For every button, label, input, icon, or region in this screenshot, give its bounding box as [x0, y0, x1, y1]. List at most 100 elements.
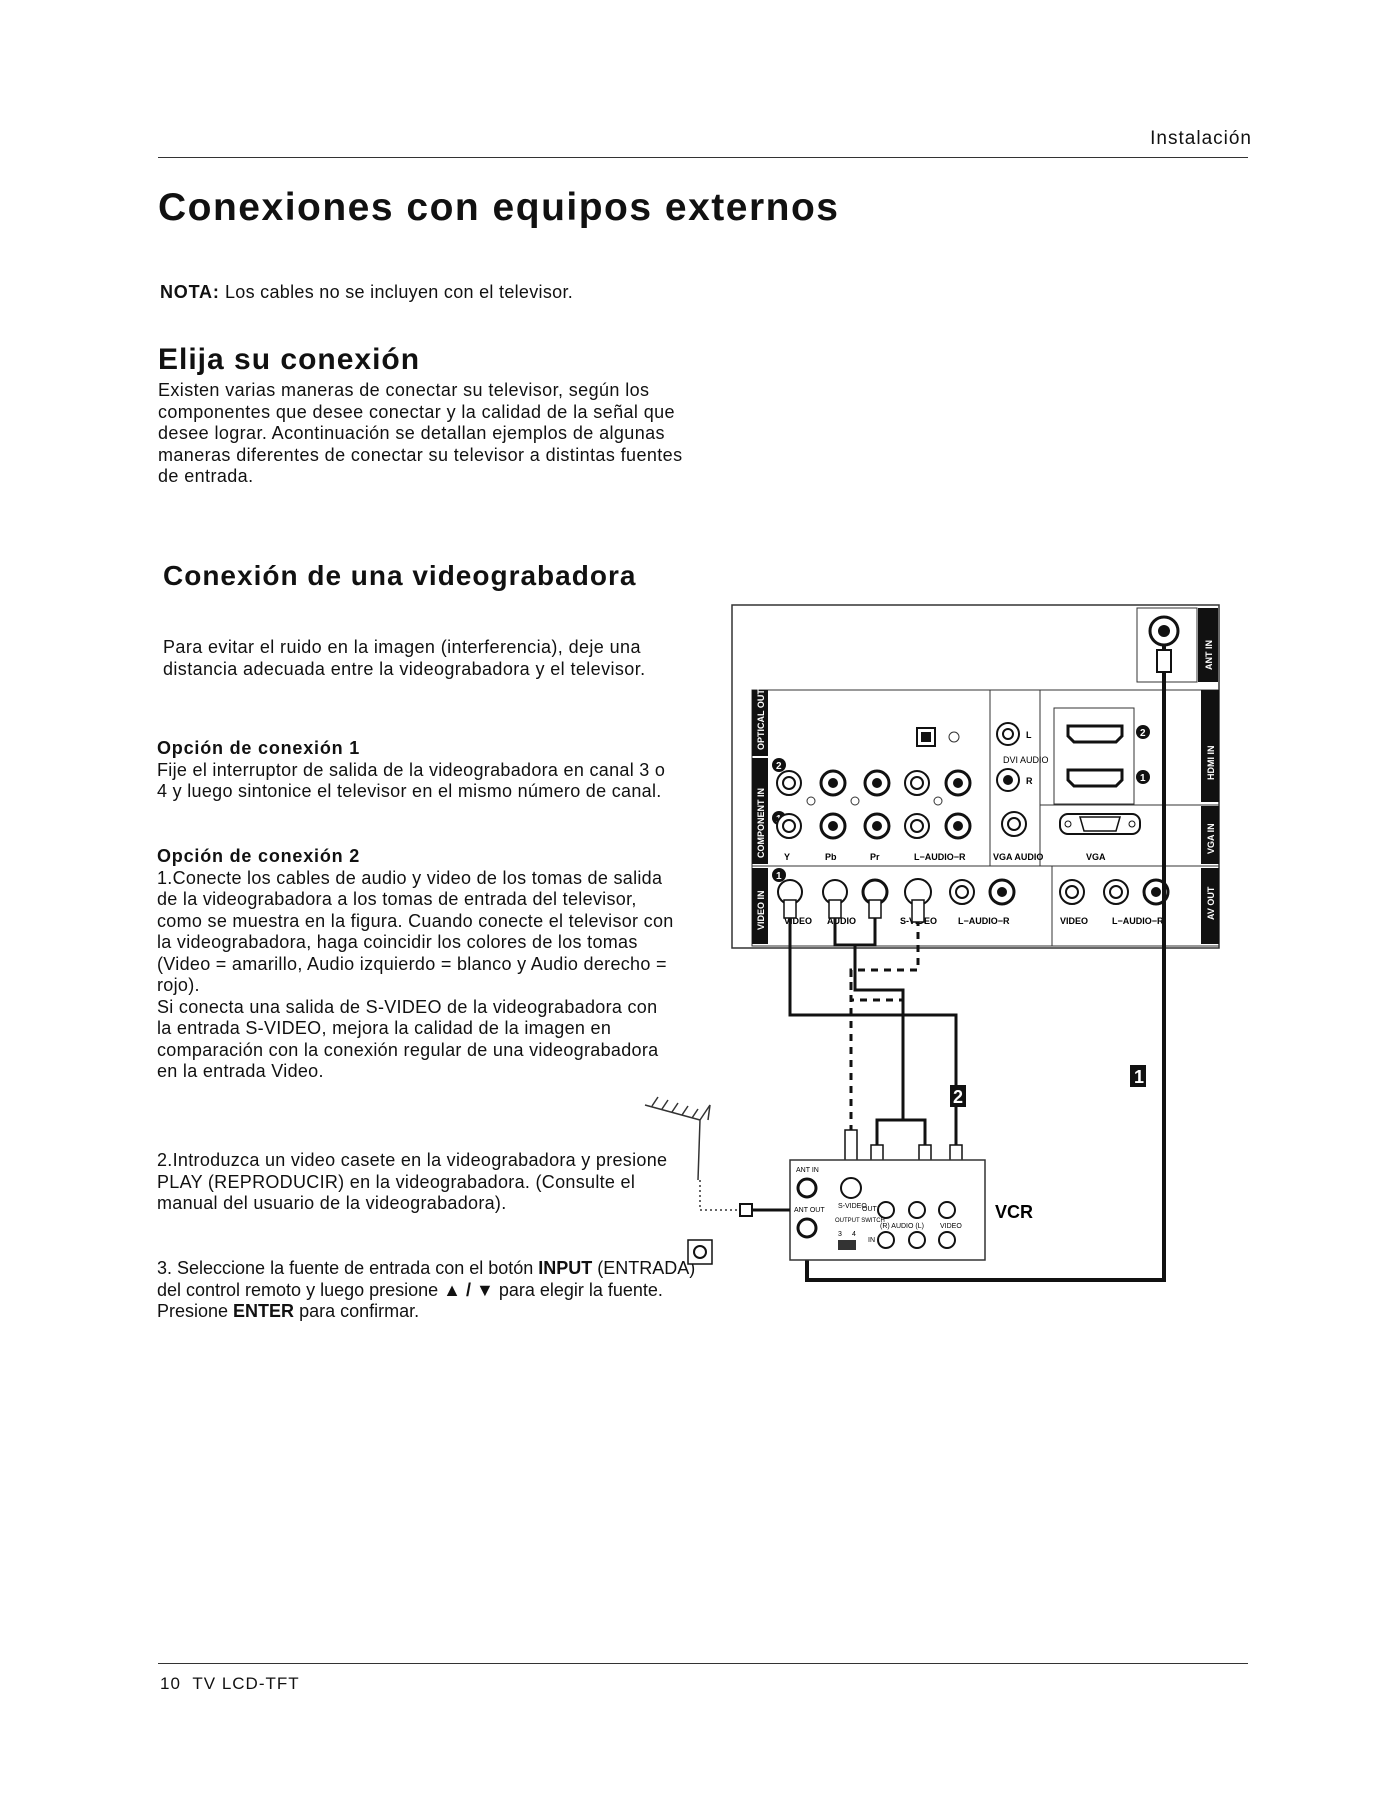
hdmi-1-badge [1136, 770, 1150, 784]
vcr-audio-label: (R) AUDIO (L) [880, 1223, 924, 1230]
option1: Opción de conexión 1 Fije el interruptor… [157, 738, 677, 803]
cable-video [788, 906, 958, 1052]
component-in-label: COMPONENT IN [756, 788, 766, 858]
step3-enter: ENTER [233, 1301, 295, 1321]
page-footer: 10 TV LCD-TFT [160, 1674, 300, 1694]
vcr-ant-in-label: ANT IN [796, 1167, 819, 1174]
component1-audio-l-jack-core [910, 819, 924, 833]
hdmi-port-2 [1066, 724, 1124, 744]
vga-in-label: VGA IN [1206, 823, 1216, 854]
av-out-tab [1201, 868, 1219, 944]
vcr-name: VCR [995, 1202, 1033, 1222]
plug-s-video-vcr [844, 1129, 858, 1165]
vcr-in-video-jack [938, 1231, 956, 1249]
ant-in-tab [1198, 608, 1218, 682]
component-audio-label: L−AUDIO−R [914, 852, 966, 862]
video-in-video-label: VIDEO [784, 916, 812, 926]
video-in-label: VIDEO IN [756, 890, 766, 930]
cable-1-rf [805, 645, 1166, 1282]
component-indicator-1 [806, 796, 816, 806]
callout-2: 2 [953, 1087, 963, 1107]
vcr-heading: Conexión de una videograbadora [163, 560, 637, 591]
component1-pb-jack-core [828, 821, 838, 831]
hdmi-port-1 [1066, 768, 1124, 788]
hdmi-2-num: 2 [1140, 728, 1146, 739]
component2-y-jack-core [782, 776, 796, 790]
outdoor-antenna-icon [644, 1096, 711, 1181]
video-in-1-num: 1 [776, 871, 782, 882]
video-in-2-audio-r-jack-core [997, 887, 1007, 897]
step3-mid: (ENTRADA) del control remoto y luego pre… [157, 1258, 696, 1300]
av-out-video-jack [1059, 879, 1085, 905]
dvi-audio-l-jack-core [1002, 728, 1014, 740]
av-out-audio-l-jack [1103, 879, 1129, 905]
vga-screw-left [1064, 820, 1072, 828]
vcr-ch3-label: 3 [838, 1231, 842, 1238]
vga-in-tab [1201, 806, 1219, 864]
hdmi-box [1053, 707, 1135, 805]
option2-title: Opción de conexión 2 [157, 846, 361, 866]
vcr-ant-out-label: ANT OUT [794, 1207, 825, 1214]
vcr-video-label: VIDEO [940, 1223, 962, 1230]
callout-1: 1 [1134, 1067, 1144, 1087]
option2-text: 1.Conecte los cables de audio y video de… [157, 867, 674, 996]
step3-post: para elegir la fuente. Presione [157, 1279, 663, 1322]
step3-arrows: ▲ / ▼ [443, 1279, 494, 1300]
component1-y-jack-core [782, 819, 796, 833]
component1-audio-l-jack [904, 813, 930, 839]
vcr-out-audio-r-jack [877, 1201, 895, 1219]
plug-s-video-tv [911, 899, 925, 923]
vcr-output-switch [838, 1240, 856, 1250]
antenna-lead [699, 1180, 745, 1211]
component-2-badge [772, 758, 786, 772]
video-in-1-badge [772, 868, 786, 882]
ant-in-box [1136, 607, 1198, 683]
dvi-l-label: L [1026, 730, 1032, 740]
vcr-out-audio-l-jack [908, 1201, 926, 1219]
choose-body: Existen varias maneras de conectar su te… [158, 380, 683, 486]
note-text: Los cables no se incluyen con el televis… [219, 282, 574, 302]
vga-screw-right [1128, 820, 1136, 828]
av-out-video-label: VIDEO [1060, 916, 1088, 926]
note: NOTA: Los cables no se incluyen con el t… [160, 282, 573, 303]
option2: Opción de conexión 2 1.Conecte los cable… [157, 846, 677, 1083]
component2-audio-l-jack-core [910, 776, 924, 790]
optical-out-tab [752, 690, 768, 756]
vga-label: VGA [1086, 852, 1106, 862]
dvi-audio-r-jack-core [1003, 775, 1013, 785]
component-indicator-2 [850, 796, 860, 806]
video-in-2-audio-label: L−AUDIO−R [958, 916, 1010, 926]
vga-audio-jack [1001, 811, 1027, 837]
video-in-2-audio-l-jack [949, 879, 975, 905]
optical-led [948, 731, 960, 743]
vcr-s-video-label: S-VIDEO [838, 1203, 867, 1210]
hdmi-in-tab [1201, 690, 1219, 802]
vcr-in-audio-l-jack [908, 1231, 926, 1249]
ant-in-label: ANT IN [1204, 640, 1214, 670]
vcr-out-label: OUT [862, 1206, 878, 1213]
choose-heading: Elija su conexión [158, 343, 421, 376]
video-in-audio-label: AUDIO [827, 916, 856, 926]
vga-audio-jack-core [1007, 817, 1021, 831]
page-title: Conexiones con equipos externos [158, 186, 840, 229]
dvi-audio-label: DVI AUDIO [1003, 755, 1049, 765]
section-tag: Instalación [1150, 128, 1252, 149]
vga-port-inner [1079, 816, 1121, 832]
av-out-label: AV OUT [1206, 886, 1216, 920]
callout-1-box [1130, 1065, 1146, 1087]
component1-y-jack [776, 813, 802, 839]
option1-title: Opción de conexión 1 [157, 738, 361, 758]
step3-text: 3. Seleccione la fuente de entrada con e… [157, 1258, 697, 1323]
note-label: NOTA: [160, 282, 220, 302]
cable-audio [853, 945, 927, 1145]
av-out-audio-label: L−AUDIO−R [1112, 916, 1164, 926]
plug-video-tv [783, 899, 797, 919]
component2-pb-jack-core [828, 778, 838, 788]
step3-end: para confirmar. [294, 1301, 420, 1321]
step3-pre: 3. Seleccione la fuente de entrada con e… [157, 1258, 539, 1278]
av-out-video-jack-core [1065, 885, 1079, 899]
option1-text: Fije el interruptor de salida de la vide… [157, 759, 666, 802]
component-in-tab [752, 758, 768, 864]
vcr-intro: Para evitar el ruido en la imagen (inter… [163, 637, 646, 679]
component1-audio-r-jack-core [953, 821, 963, 831]
